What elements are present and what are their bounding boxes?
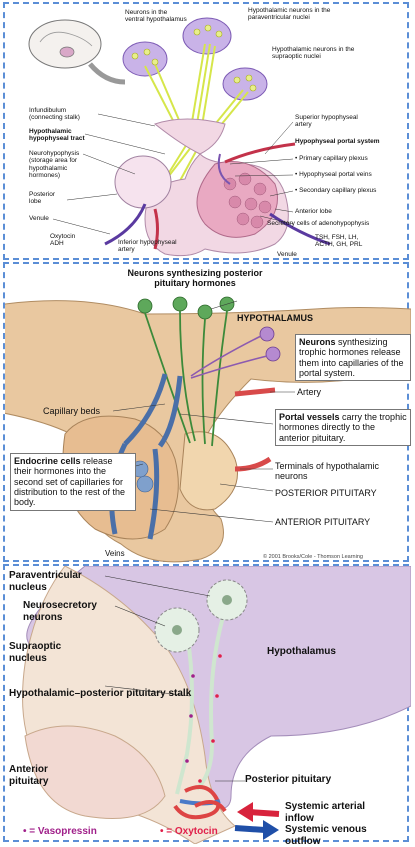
arterial-arrow-shaft: [249, 812, 279, 814]
label-ventral-neurons: Neurons in the ventral hypothalamus: [125, 9, 187, 24]
label-posterior-neurons: Neurons synthesizing posterior pituitary…: [115, 268, 275, 289]
legend-oxytocin: • = Oxytocin: [160, 826, 218, 838]
label-artery: Artery: [297, 387, 321, 397]
paraventricular-cluster: [183, 18, 231, 54]
panel-posterior-pituitary: Paraventricular nucleus Neurosecretory n…: [3, 564, 409, 842]
copyright-text: © 2001 Brooks/Cole - Thomson Learning: [263, 554, 363, 560]
label-venule-left: Venule: [29, 215, 49, 222]
label-arterial-inflow: Systemic arterial inflow: [285, 801, 395, 824]
label-posterior-stalk: Hypothalamic–posterior pituitary stalk: [9, 688, 194, 700]
superior-artery-vessel: [225, 144, 295, 162]
label-anterior-pituitary: ANTERIOR PITUITARY: [275, 517, 370, 527]
venous-outflow-arrow-icon: [263, 820, 279, 840]
label-supraoptic-nucleus: Supraoptic nucleus: [9, 641, 89, 664]
panel-pituitary-anatomy: Neurons in the ventral hypothalamus Hypo…: [3, 2, 409, 260]
callout-portal-vessels: Portal vessels carry the trophic hormone…: [275, 409, 411, 446]
label-portal-veins: • Hypophyseal portal veins: [295, 171, 372, 178]
zoom-arrow-icon: [90, 64, 125, 82]
label-hypothalamus: Hypothalamus: [267, 646, 336, 658]
label-terminals: Terminals of hypothalamic neurons: [275, 461, 403, 482]
label-supraoptic-neurons: Hypothalamic neurons in the supraoptic n…: [272, 46, 356, 61]
label-secondary-plexus: • Secondary capillary plexus: [295, 187, 376, 194]
posterior-pituitary-shape: [180, 432, 238, 510]
label-paraventricular-nucleus: Paraventricular nucleus: [9, 570, 109, 593]
label-neurosecretory-neurons: Neurosecretory neurons: [23, 600, 113, 623]
posterior-lobe: [115, 156, 171, 208]
ventral-neuron-cluster: [123, 42, 167, 76]
label-hypothalamus-caps: HYPOTHALAMUS: [237, 313, 313, 323]
artery-vessel: [235, 390, 275, 469]
callout-endocrine-cells: Endocrine cells release their hormones i…: [10, 453, 136, 511]
label-posterior-pituitary: POSTERIOR PITUITARY: [275, 488, 377, 498]
label-primary-plexus: • Primary capillary plexus: [295, 155, 368, 162]
label-oxytocin-adh: Oxytocin ADH: [50, 233, 86, 248]
label-neurohypophysis: Neurohypophysis (storage area for hypoth…: [29, 150, 89, 180]
venous-arrow-shaft: [235, 828, 265, 830]
label-inferior-artery: Inferior hypophyseal artery: [118, 239, 180, 254]
label-veins: Veins: [105, 549, 125, 558]
label-superior-artery: Superior hypophyseal artery: [295, 114, 375, 129]
panel-hypothalamus-pituitary: Neurons synthesizing posterior pituitary…: [3, 262, 409, 562]
label-posterior-pituitary-3: Posterior pituitary: [245, 774, 331, 786]
label-anterior-pituitary-3: Anterior pituitary: [9, 764, 69, 787]
label-hormones: TSH, FSH, LH, ACTH, GH, PRL: [315, 234, 377, 249]
label-portal-system: Hypophyseal portal system: [295, 138, 380, 145]
label-anterior-lobe: Anterior lobe: [295, 208, 332, 215]
label-venule-right: Venule: [277, 251, 297, 258]
label-paraventricular-neurons: Hypothalamic neurons in the paraventricu…: [248, 7, 336, 22]
label-capillary-beds: Capillary beds: [43, 406, 100, 416]
callout-trophic-neurons: Neurons synthesizing trophic hormones re…: [295, 334, 411, 381]
label-hypophyseal-tract: Hypothalamic hypophyseal tract: [29, 128, 89, 143]
legend-vasopressin: • = Vasopressin: [23, 826, 97, 838]
label-posterior-lobe: Posterior lobe: [29, 191, 69, 206]
label-infundibulum: Infundibulum (connecting stalk): [29, 107, 101, 122]
arterial-inflow-arrow-icon: [237, 802, 253, 822]
label-secretory-cells: Secretory cells of adenohypophysis: [267, 220, 369, 227]
